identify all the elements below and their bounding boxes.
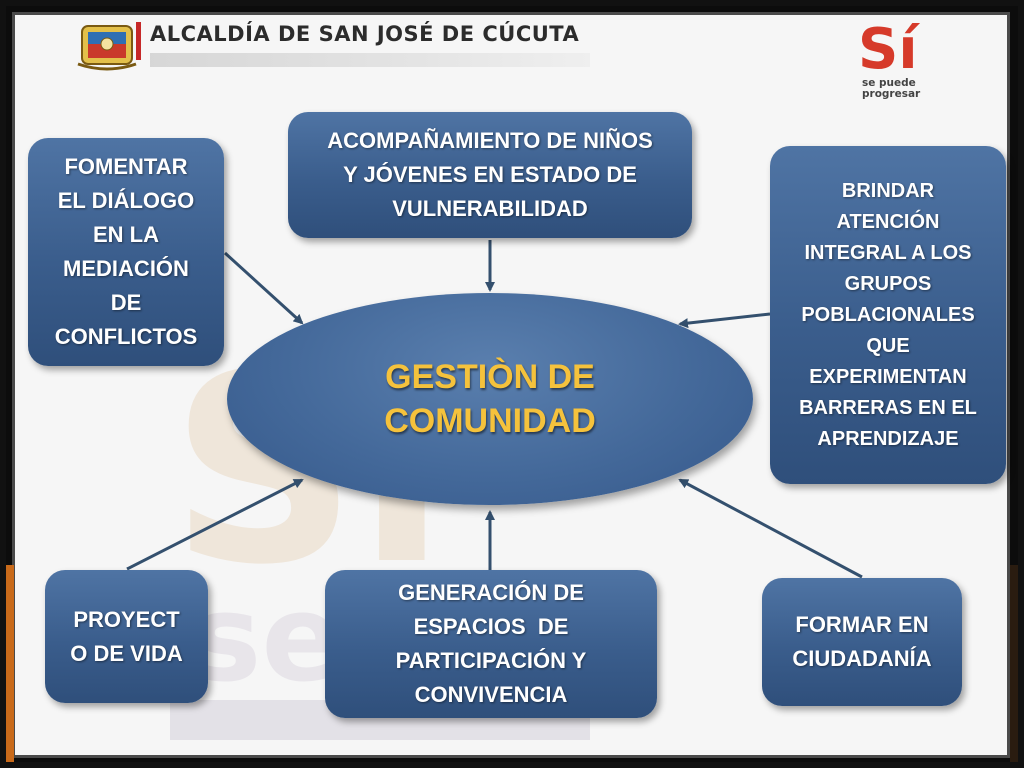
- node-line: MEDIACIÓN: [63, 256, 189, 281]
- node-line: CIUDADANÍA: [792, 646, 932, 671]
- node-line: EN LA: [93, 222, 159, 247]
- node-line: VULNERABILIDAD: [392, 196, 588, 221]
- node-line: ESPACIOS DE: [413, 614, 569, 639]
- node-line: FORMAR EN: [795, 612, 929, 637]
- node-line: Y JÓVENES EN ESTADO DE: [343, 162, 637, 187]
- node-line: O DE VIDA: [70, 640, 183, 666]
- node-line: ACOMPAÑAMIENTO DE NIÑOS: [327, 128, 653, 153]
- node-line: DE: [110, 290, 142, 315]
- node-line: PROYECT: [73, 606, 180, 632]
- node-line: EL DIÁLOGO: [57, 188, 195, 213]
- node-line: PARTICIPACIÓN Y: [395, 648, 587, 673]
- right-accent-strip: [1010, 565, 1024, 768]
- node-line: ATENCIÓN: [836, 210, 940, 233]
- node-line: POBLACIONALES: [801, 303, 975, 326]
- center-line1: GESTIÒN DE: [385, 358, 595, 396]
- node-line: EXPERIMENTAN: [809, 365, 967, 388]
- node-line: GENERACIÓN DE: [398, 580, 584, 605]
- node-line: CONVIVENCIA: [414, 682, 568, 707]
- brand-sub-line2: progresar: [862, 88, 921, 100]
- node-line: CONFLICTOS: [54, 324, 198, 349]
- node-acompanamiento: ACOMPAÑAMIENTO DE NIÑOS Y JÓVENES EN EST…: [288, 112, 692, 238]
- node-line: GRUPOS: [844, 272, 932, 295]
- header-underline: [150, 53, 590, 67]
- node-line: INTEGRAL A LOS: [804, 241, 972, 264]
- brand-main-text: Sí: [858, 17, 918, 82]
- coat-of-arms-icon: [77, 25, 137, 71]
- node-line: QUE: [866, 334, 910, 357]
- brand-sub-text: se puede progresar: [862, 78, 920, 100]
- header-separator: [136, 22, 141, 60]
- node-line: BARRERAS EN EL: [799, 396, 977, 419]
- center-line2: COMUNIDAD: [384, 402, 596, 440]
- node-brindar-atencion: BRINDAR ATENCIÓN INTEGRAL A LOS GRUPOS P…: [770, 146, 1006, 484]
- brand-logo: Sí se puede progresar: [858, 20, 958, 120]
- node-line: BRINDAR: [841, 179, 935, 202]
- node-line: APRENDIZAJE: [817, 427, 959, 450]
- header-title: ALCALDÍA DE SAN JOSÉ DE CÚCUTA: [150, 22, 580, 46]
- left-accent-strip: [0, 565, 14, 768]
- node-formar-ciudadania: FORMAR EN CIUDADANÍA: [762, 578, 962, 706]
- node-line: FOMENTAR: [64, 154, 188, 179]
- node-generacion-espacios: GENERACIÓN DE ESPACIOS DE PARTICIPACIÓN …: [325, 570, 657, 718]
- center-node-gestion-comunidad: GESTIÒN DE COMUNIDAD: [227, 293, 753, 505]
- node-fomentar-dialogo: FOMENTAR EL DIÁLOGO EN LA MEDIACIÓN DE C…: [28, 138, 224, 366]
- brand-sub-line1: se puede: [862, 77, 916, 89]
- node-proyecto-vida: PROYECT O DE VIDA: [45, 570, 208, 703]
